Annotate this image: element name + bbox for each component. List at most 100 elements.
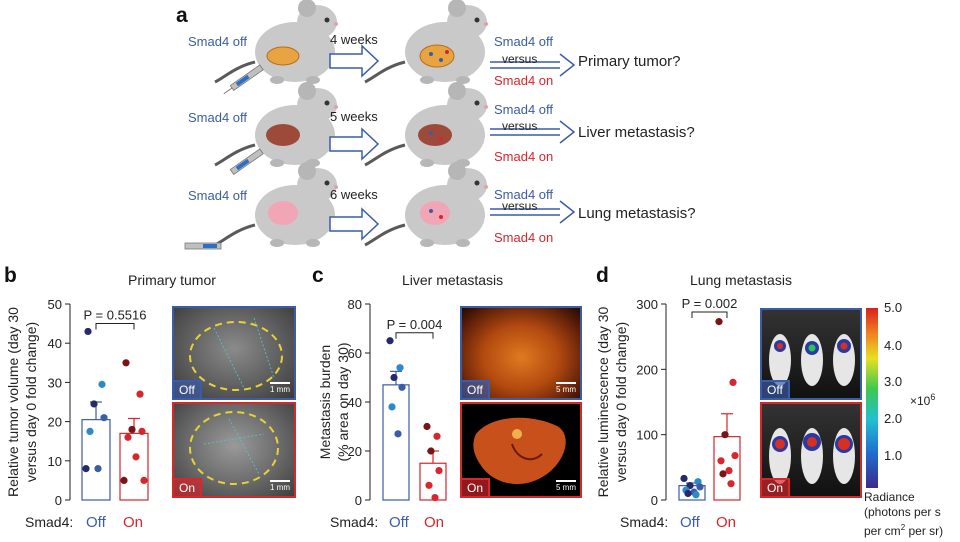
significance-bracket — [691, 311, 728, 318]
y-tick-label: 80 — [348, 297, 362, 312]
category-on: On — [716, 514, 737, 531]
liver-image-off: Off 5 mm — [460, 306, 582, 400]
injection-label: Smad4 off — [188, 188, 248, 203]
data-point — [82, 465, 90, 473]
data-point — [731, 451, 739, 460]
category-off: Off — [680, 514, 700, 531]
image-tag-off: Off — [174, 380, 202, 398]
data-point — [86, 427, 94, 435]
duration-label: 5 weeks — [330, 109, 378, 124]
x-axis-label: Smad4: — [620, 514, 669, 530]
p-value-label: P = 0.5516 — [83, 307, 146, 322]
data-point — [725, 467, 733, 475]
y-tick-label: 0 — [55, 493, 62, 508]
data-point — [717, 457, 725, 465]
mouse-icon — [214, 82, 338, 167]
mouse-icon — [214, 0, 338, 84]
data-point — [729, 378, 737, 386]
y-tick-label: 0 — [355, 493, 362, 508]
data-point — [719, 470, 727, 478]
chart-b: Relative tumor volume (day 30 versus day… — [5, 297, 149, 508]
x-axis-label: Smad4: — [25, 514, 74, 530]
category-off: Off — [389, 514, 409, 531]
question-lung-metastasis: Lung metastasis? — [578, 205, 696, 222]
data-point — [715, 318, 723, 326]
group-off-label: Smad4 off — [494, 34, 554, 49]
data-point — [433, 432, 441, 440]
data-point — [136, 390, 144, 398]
data-point — [120, 476, 128, 484]
data-point — [388, 403, 396, 411]
y-axis-label: Metastasis burden — [318, 345, 333, 459]
category-on: On — [424, 514, 445, 531]
duration-label: 4 weeks — [330, 32, 378, 47]
colorbar-tick: 5.0 — [884, 300, 903, 315]
data-point — [100, 414, 108, 422]
y-axis-label: Relative luminescence (day 30 — [596, 306, 611, 497]
question-primary-tumor: Primary tumor? — [578, 53, 681, 70]
chart-c: Metastasis burden (% area on day 30) 0 20… — [318, 297, 447, 508]
data-point — [427, 447, 435, 455]
data-point — [132, 453, 140, 461]
y-tick-label: 20 — [348, 444, 362, 459]
chart-title: Lung metastasis — [690, 272, 792, 288]
bioluminescence-image-on: On — [760, 402, 862, 498]
scale-bar: 1 mm — [270, 382, 290, 394]
arrow-right-icon — [329, 44, 380, 241]
data-point — [124, 433, 132, 441]
injection-label: Smad4 off — [188, 110, 248, 125]
group-off-label: Smad4 off — [494, 102, 554, 117]
image-tag-on: On — [462, 478, 491, 496]
data-point — [98, 380, 106, 388]
data-point — [423, 422, 431, 431]
y-tick-label: 40 — [348, 395, 362, 410]
data-point — [721, 431, 729, 439]
panel-a-letter: a — [176, 4, 188, 27]
injection-label: Smad4 off — [188, 34, 248, 49]
image-tag-on: On — [762, 478, 791, 496]
group-on-label: Smad4 on — [494, 73, 554, 88]
bar — [119, 432, 149, 501]
group-off-label: Smad4 off — [494, 187, 554, 202]
bioluminescence-image-off: Off — [760, 308, 862, 400]
data-point — [680, 474, 688, 483]
y-axis-label: versus day 0 fold change) — [23, 322, 39, 482]
versus-label: versus — [502, 52, 538, 66]
data-point — [94, 465, 102, 473]
category-on: On — [123, 514, 144, 531]
y-tick-label: 30 — [48, 375, 62, 390]
syringe-icon — [223, 64, 264, 95]
versus-arrow-icon — [490, 53, 576, 224]
mouse-icon — [364, 162, 488, 247]
y-tick-label: 100 — [636, 428, 658, 443]
data-point — [696, 483, 704, 491]
scale-bar: 5 mm — [556, 382, 576, 394]
data-point — [684, 489, 692, 498]
syringe-icon — [229, 148, 264, 176]
y-axis-label: (% area on day 30) — [335, 342, 351, 461]
ultrasound-image-off: Off 1 mm — [172, 306, 296, 400]
data-point — [727, 480, 735, 488]
versus-label: versus — [502, 119, 538, 133]
group-on-label: Smad4 on — [494, 230, 554, 245]
ultrasound-image-on: On 1 mm — [172, 402, 296, 498]
panel-a-schematic — [184, 0, 576, 250]
bar — [419, 462, 447, 501]
significance-bracket — [395, 332, 434, 339]
y-tick-label: 200 — [636, 362, 658, 377]
mouse-icon — [364, 0, 488, 84]
data-point — [138, 427, 146, 435]
mouse-icon — [364, 82, 488, 167]
scale-bar: 1 mm — [270, 480, 290, 492]
colorbar-tick: 4.0 — [884, 338, 903, 353]
x-axis-label: Smad4: — [330, 514, 379, 530]
image-tag-off: Off — [762, 380, 790, 398]
data-point — [431, 493, 439, 502]
versus-label: versus — [502, 199, 538, 213]
data-point — [84, 327, 92, 336]
colorbar-multiplier: ×106 — [910, 392, 936, 408]
y-tick-label: 20 — [48, 415, 62, 430]
colorbar-tick: 3.0 — [884, 374, 903, 389]
data-point — [140, 476, 148, 484]
data-point — [390, 373, 398, 382]
